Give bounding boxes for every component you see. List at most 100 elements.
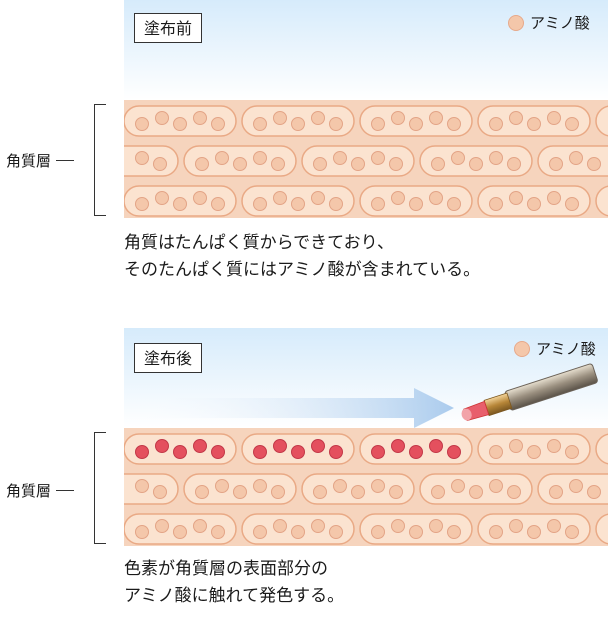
stratum-corneum-diagram-bottom — [124, 428, 608, 546]
amino-acid — [565, 525, 579, 539]
caption-line: アミノ酸に触れて発色する。 — [124, 586, 345, 606]
amino-acid — [507, 485, 521, 499]
amino-acid — [153, 157, 167, 171]
amino-acid — [489, 117, 503, 131]
amino-acid — [155, 111, 169, 125]
amino-acid-legend-bottom: アミノ酸 — [514, 338, 596, 359]
amino-acid — [291, 197, 305, 211]
amino-acid — [509, 111, 523, 125]
amino-acid — [565, 197, 579, 211]
corneocyte-cell — [595, 105, 608, 137]
amino-acid — [547, 191, 561, 205]
amino-acid — [489, 445, 503, 459]
corneocyte-cell — [419, 473, 533, 505]
lipstick-icon — [461, 363, 598, 421]
application-direction-arrow-icon — [124, 388, 454, 428]
amino-acid — [291, 525, 305, 539]
amino-acid — [527, 117, 541, 131]
colored-amino-acid — [329, 445, 343, 459]
sky-background-top — [124, 0, 608, 100]
amino-acid — [527, 445, 541, 459]
amino-acid-legend-top: アミノ酸 — [508, 12, 590, 33]
amino-acid — [569, 151, 583, 165]
amino-acid — [429, 519, 443, 533]
amino-acid — [173, 525, 187, 539]
corneocyte-cell — [241, 105, 355, 137]
stratum-corneum-label-bottom: 角質層 — [6, 480, 75, 501]
amino-acid — [371, 117, 385, 131]
amino-acid — [253, 151, 267, 165]
after-application-tag: 塗布後 — [134, 343, 203, 373]
amino-acid — [451, 151, 465, 165]
amino-acid — [389, 485, 403, 499]
amino-acid — [291, 117, 305, 131]
legend-label: アミノ酸 — [530, 14, 590, 32]
corneocyte-cell — [359, 185, 473, 217]
amino-acid — [489, 525, 503, 539]
colored-amino-acid — [193, 439, 207, 453]
corneocyte-cell — [241, 433, 355, 465]
colored-amino-acid — [291, 445, 305, 459]
amino-acid — [489, 197, 503, 211]
amino-acid — [333, 479, 347, 493]
amino-acid — [233, 157, 247, 171]
corneocyte-cell — [359, 433, 473, 465]
corneocyte-cell — [124, 433, 237, 465]
amino-acid — [409, 197, 423, 211]
corneocyte-cell — [595, 185, 608, 217]
colored-amino-acid — [447, 445, 461, 459]
amino-acid — [233, 485, 247, 499]
amino-acid — [135, 479, 149, 493]
amino-acid — [391, 519, 405, 533]
corneocyte-cell — [301, 145, 415, 177]
colored-amino-acid — [173, 445, 187, 459]
colored-amino-acid — [253, 445, 267, 459]
colored-amino-acid — [135, 445, 149, 459]
corneocyte-cell — [124, 145, 179, 177]
corneocyte-cell — [477, 433, 591, 465]
amino-acid — [211, 197, 225, 211]
amino-acid — [507, 157, 521, 171]
amino-acid — [447, 197, 461, 211]
amino-acid — [489, 479, 503, 493]
layer-bracket-top — [94, 104, 106, 216]
corneocyte-cell — [124, 185, 237, 217]
amino-acid — [371, 479, 385, 493]
corneocyte-cell — [537, 473, 608, 505]
amino-acid — [351, 157, 365, 171]
corneocyte-cell — [359, 105, 473, 137]
label-pointer — [56, 160, 75, 161]
amino-acid — [409, 525, 423, 539]
amino-acid — [547, 439, 561, 453]
legend-label: アミノ酸 — [536, 340, 596, 358]
amino-acid — [549, 485, 563, 499]
corneocyte-cell — [595, 433, 608, 465]
amino-acid — [253, 197, 267, 211]
caption-line: 色素が角質層の表面部分の — [124, 559, 328, 579]
amino-acid — [431, 157, 445, 171]
amino-acid — [489, 151, 503, 165]
stratum-corneum-label-top: 角質層 — [6, 150, 75, 171]
corneocyte-cell — [183, 145, 297, 177]
caption-line: 角質はたんぱく質からできており、 — [124, 233, 394, 253]
colored-amino-acid — [311, 439, 325, 453]
amino-acid — [447, 117, 461, 131]
amino-acid — [273, 519, 287, 533]
amino-acid — [253, 525, 267, 539]
amino-acid — [329, 197, 343, 211]
amino-acid — [215, 479, 229, 493]
amino-acid — [391, 191, 405, 205]
amino-acid — [351, 485, 365, 499]
amino-acid — [311, 191, 325, 205]
amino-acid — [173, 117, 187, 131]
colored-amino-acid — [273, 439, 287, 453]
corneocyte-cell — [477, 513, 591, 545]
colored-amino-acid — [391, 439, 405, 453]
amino-acid — [313, 485, 327, 499]
amino-acid — [429, 111, 443, 125]
amino-acid — [389, 157, 403, 171]
amino-acid — [371, 525, 385, 539]
amino-acid — [135, 525, 149, 539]
amino-acid — [329, 117, 343, 131]
amino-acid — [447, 525, 461, 539]
